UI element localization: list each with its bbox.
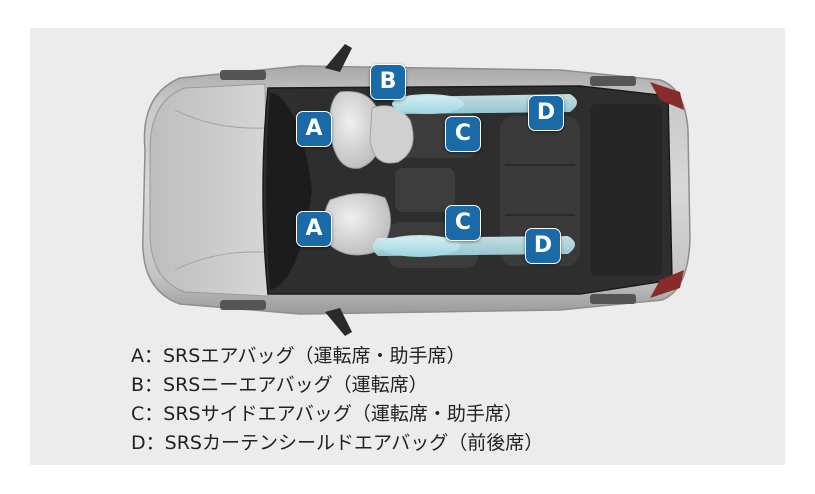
badge-c-upper: C [445, 116, 481, 152]
tail-light-bottom [650, 270, 684, 298]
wheel-front-top [220, 70, 266, 80]
wheel-front-bottom [220, 300, 266, 310]
airbag-b [369, 105, 414, 164]
rear-seat [500, 116, 580, 266]
badge-b-knee: B [370, 64, 406, 100]
legend-item-d: D：SRSカーテンシールドエアバッグ（前後席） [131, 432, 544, 454]
legend-item-c: C：SRSサイドエアバッグ（運転席・助手席） [131, 403, 523, 425]
tail-light-top [650, 82, 684, 110]
center-console [395, 168, 455, 212]
legend-item-b: B：SRSニーエアバッグ（運転席） [131, 374, 428, 396]
badge-d-lower: D [525, 228, 561, 264]
mirror-top [325, 44, 352, 72]
hood [149, 83, 269, 297]
cargo-area [590, 104, 662, 276]
badge-c-lower: C [445, 205, 481, 241]
badge-d-upper: D [528, 95, 564, 131]
badge-a-driver: A [296, 111, 332, 147]
legend-item-a: A：SRSエアバッグ（運転席・助手席） [131, 345, 466, 367]
wheel-rear-top [590, 76, 636, 86]
airbag-d-lower [373, 236, 575, 256]
mirror-bottom [325, 308, 352, 336]
badge-a-passenger: A [296, 211, 332, 247]
airbag-legend: A：SRSエアバッグ（運転席・助手席） B：SRSニーエアバッグ（運転席） C：… [131, 342, 543, 458]
wheel-rear-bottom [590, 294, 636, 304]
